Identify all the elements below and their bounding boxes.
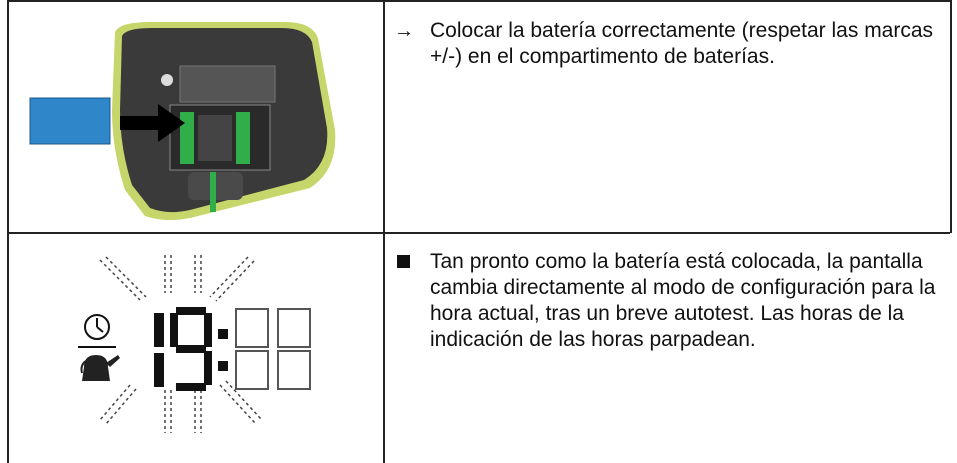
hour-digit-1 (154, 313, 164, 387)
lcd-display-illustration (78, 255, 311, 433)
table-border-left (7, 0, 9, 463)
instruction-step: → Colocar la batería correctamente (resp… (394, 18, 939, 70)
blink-rays (99, 255, 262, 433)
watering-can-icon (80, 355, 120, 381)
step-text: Colocar la batería correctamente (respet… (430, 19, 934, 68)
minute-digit-0 (235, 308, 269, 390)
row-divider (7, 232, 950, 234)
column-divider (383, 0, 385, 463)
minute-digit-0-b (277, 308, 311, 390)
result-note: Tan pronto como la batería está colocada… (394, 249, 954, 353)
table-border-top (7, 0, 950, 2)
time-colon (218, 329, 228, 371)
battery-insertion-illustration (29, 22, 336, 220)
result-text: Tan pronto como la batería está colocada… (430, 250, 936, 351)
clock-icon (84, 314, 110, 340)
arrow-right-icon: → (394, 20, 414, 42)
table-border-right (950, 0, 952, 233)
bullet-square-icon (394, 249, 418, 275)
hour-digit-9 (170, 307, 212, 391)
